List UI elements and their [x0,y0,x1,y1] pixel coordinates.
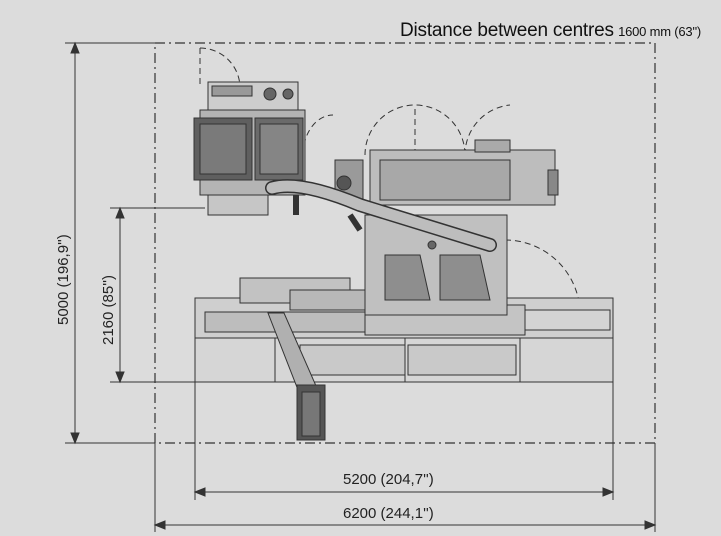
cover-swing-arc-3 [464,104,511,156]
saw-swing-arc [504,239,581,311]
door-swing-arc [199,47,241,89]
cover-swing-arc-2 [364,104,466,156]
caption-label: Distance between centres [399,20,614,41]
height-overall-label: 5000 (196,9'') [55,234,72,325]
dimension-height-partial [110,206,205,384]
dimension-width-overall [153,443,657,532]
cover-swing-arc-1 [302,114,334,156]
width-overall-label: 6200 (244,1'') [343,505,434,522]
centres-distance-caption: Distance between centres 1600 mm (63") [400,20,701,42]
caption-value: 1600 mm (63") [618,24,701,39]
dimension-height-overall [65,41,155,445]
footprint-boundary [154,42,656,444]
extraction-hose [265,179,497,252]
width-inner-label: 5200 (204,7'') [343,471,434,488]
dimension-width-inner [193,382,615,500]
control-console [193,81,306,216]
height-partial-label: 2160 (85'') [100,275,117,345]
swing-arcs [199,47,581,311]
support-arm [267,312,326,441]
